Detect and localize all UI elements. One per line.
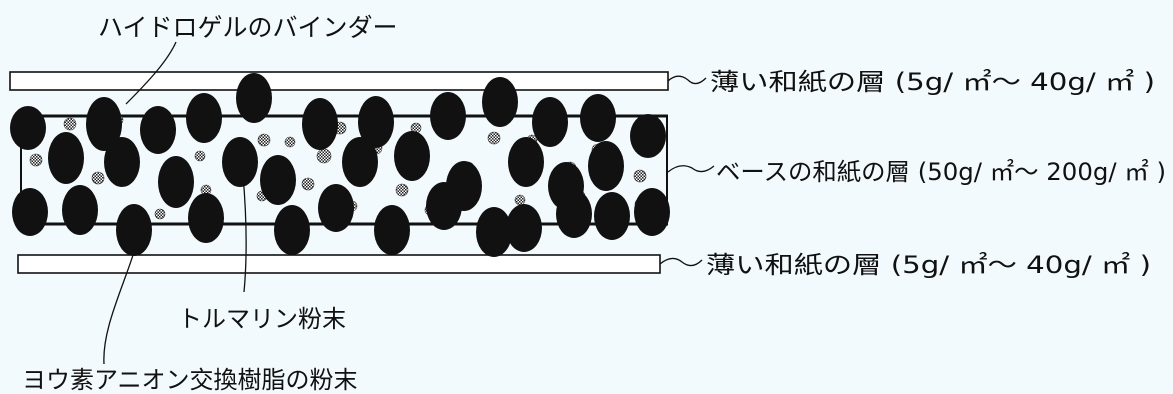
iodine-resin-particle bbox=[506, 204, 542, 252]
iodine-resin-particle bbox=[358, 96, 394, 148]
iodine-resin-particle bbox=[508, 137, 544, 187]
iodine-resin-particle bbox=[594, 192, 630, 240]
tourmaline-particle bbox=[257, 133, 271, 147]
bottom-layer-leader-line bbox=[659, 257, 703, 267]
top-layer-label: 薄い和紙の層 (5g/ ㎡〜 40g/ ㎡ ) bbox=[710, 68, 1155, 96]
tourmaline-particle bbox=[301, 177, 315, 191]
tourmaline-particle bbox=[154, 208, 166, 220]
tourmaline-particle bbox=[395, 183, 409, 197]
iodine-resin-particle bbox=[86, 97, 122, 151]
tourmaline-particle bbox=[29, 153, 43, 167]
iodine-resin-label: ヨウ素アニオン交換樹脂の粉末 bbox=[22, 366, 358, 394]
iodine-resin-particle bbox=[12, 188, 48, 236]
iodine-resin-particles bbox=[10, 73, 670, 257]
iodine-resin-particle bbox=[10, 106, 46, 150]
iodine-resin-particle bbox=[374, 205, 410, 255]
iodine-resin-particle bbox=[318, 184, 354, 232]
iodine-resin-particle bbox=[302, 98, 338, 150]
iodine-resin-particle bbox=[158, 156, 194, 208]
iodine-resin-particle bbox=[476, 207, 512, 257]
iodine-resin-leader-line bbox=[103, 251, 135, 365]
tourmaline-particle bbox=[633, 169, 647, 183]
tourmaline-particle bbox=[284, 136, 296, 148]
iodine-resin-particle bbox=[426, 182, 462, 230]
iodine-resin-particle bbox=[48, 132, 84, 184]
iodine-resin-particle bbox=[222, 137, 258, 187]
tourmaline-particle bbox=[316, 148, 332, 164]
iodine-resin-particle bbox=[104, 137, 140, 187]
iodine-resin-particle bbox=[62, 185, 98, 235]
bottom-thin-washi-layer bbox=[17, 254, 661, 274]
tourmaline-particle bbox=[514, 194, 526, 206]
iodine-resin-particle bbox=[274, 205, 310, 255]
iodine-resin-particle bbox=[186, 93, 222, 143]
iodine-resin-particle bbox=[556, 190, 592, 238]
iodine-resin-particle bbox=[260, 155, 296, 205]
binder-leader-line bbox=[125, 41, 177, 105]
tourmaline-leader-line bbox=[242, 174, 247, 293]
iodine-resin-particle bbox=[236, 73, 272, 123]
binder-label: ハイドロゲルのバインダー bbox=[98, 13, 398, 42]
iodine-resin-particle bbox=[394, 131, 430, 181]
iodine-resin-particle bbox=[430, 92, 466, 140]
iodine-resin-particle bbox=[630, 114, 666, 158]
iodine-resin-particle bbox=[580, 94, 616, 142]
tourmaline-particle bbox=[91, 171, 105, 185]
iodine-resin-particle bbox=[532, 97, 568, 147]
base-layer-leader-line bbox=[667, 165, 715, 173]
base-layer-label: ベースの和紙の層 (50g/ ㎡〜 200g/ ㎡ ) bbox=[716, 158, 1166, 186]
iodine-resin-particle bbox=[116, 204, 152, 256]
iodine-resin-particle bbox=[634, 188, 670, 236]
tourmaline-label: トルマリン粉末 bbox=[178, 305, 346, 333]
iodine-resin-particle bbox=[188, 193, 224, 243]
bottom-layer-label: 薄い和紙の層 (5g/ ㎡〜 40g/ ㎡ ) bbox=[706, 251, 1151, 279]
top-thin-washi-layer bbox=[9, 71, 669, 91]
iodine-resin-particle bbox=[482, 77, 518, 127]
iodine-resin-particle bbox=[588, 141, 624, 191]
tourmaline-particle bbox=[487, 131, 501, 145]
tourmaline-particle bbox=[63, 117, 77, 131]
tourmaline-particle bbox=[194, 150, 206, 162]
iodine-resin-particle bbox=[140, 106, 176, 154]
top-layer-leader-line bbox=[667, 75, 707, 85]
iodine-resin-particle bbox=[342, 137, 378, 187]
